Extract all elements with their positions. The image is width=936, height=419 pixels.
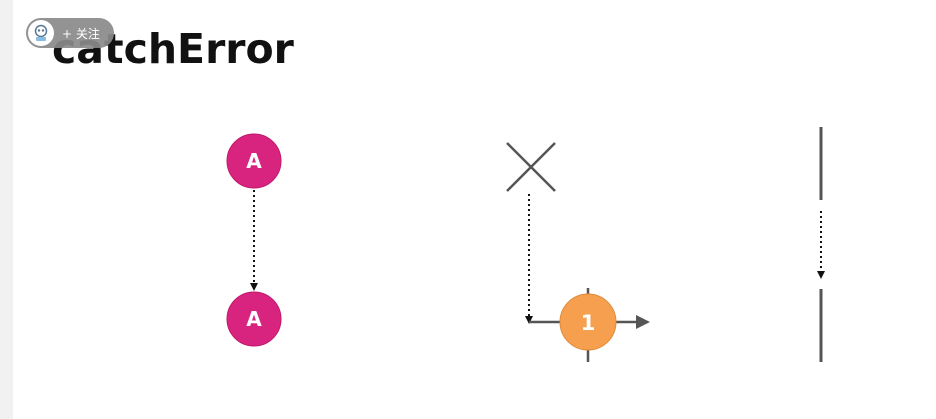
- replacement-marble-1: 1: [559, 293, 617, 351]
- output-marble-label: A: [246, 307, 262, 331]
- error-x-icon: [506, 142, 556, 192]
- output-marble-a: A: [226, 291, 282, 347]
- source-marble-label: A: [246, 149, 262, 173]
- replacement-marble-label: 1: [581, 311, 596, 335]
- dotted-arrowhead-right: [817, 271, 825, 279]
- source-marble-a: A: [226, 133, 282, 189]
- follow-label: + 关注: [62, 26, 100, 41]
- left-edge: [0, 0, 13, 419]
- follow-button[interactable]: + 关注: [26, 18, 114, 48]
- timeline-arrowhead-icon: [636, 315, 650, 329]
- dotted-arrowhead-middle: [525, 316, 533, 324]
- dotted-arrowhead-left: [250, 283, 258, 291]
- avatar-icon: [28, 20, 54, 46]
